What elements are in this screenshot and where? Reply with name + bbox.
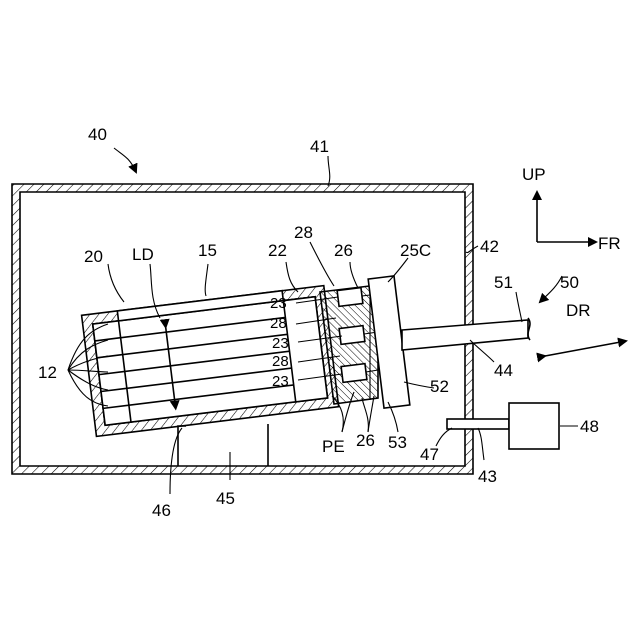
label-26-top: 26 (334, 241, 353, 260)
support-45 (178, 424, 268, 466)
label-pe: PE (322, 437, 345, 456)
label-46: 46 (152, 501, 171, 520)
label-28-c: 28 (272, 353, 289, 370)
label-23-a: 23 (270, 295, 287, 312)
label-28-top: 28 (294, 223, 313, 242)
label-51: 51 (494, 273, 513, 292)
label-dr: DR (566, 301, 591, 320)
label-23-c: 23 (272, 373, 289, 390)
label-52: 52 (430, 377, 449, 396)
label-20: 20 (84, 247, 103, 266)
orientation-axes (537, 192, 596, 242)
label-47: 47 (420, 445, 439, 464)
label-up: UP (522, 165, 546, 184)
label-42: 42 (480, 237, 499, 256)
label-26-bottom: 26 (356, 431, 375, 450)
label-43: 43 (478, 467, 497, 486)
label-45: 45 (216, 489, 235, 508)
label-53: 53 (388, 433, 407, 452)
label-50: 50 (560, 273, 579, 292)
label-12: 12 (38, 363, 57, 382)
label-28-b: 28 (270, 315, 287, 332)
label-41: 41 (310, 137, 329, 156)
label-48: 48 (580, 417, 599, 436)
battery-module (82, 286, 339, 437)
label-44: 44 (494, 361, 513, 380)
actuator-48 (447, 403, 559, 449)
label-ld: LD (132, 245, 154, 264)
label-22: 22 (268, 241, 287, 260)
label-25c: 25C (400, 241, 431, 260)
dr-arrow (545, 341, 626, 356)
label-15: 15 (198, 241, 217, 260)
label-23-b: 23 (272, 335, 289, 352)
label-fr: FR (598, 234, 621, 253)
label-40: 40 (88, 125, 107, 144)
